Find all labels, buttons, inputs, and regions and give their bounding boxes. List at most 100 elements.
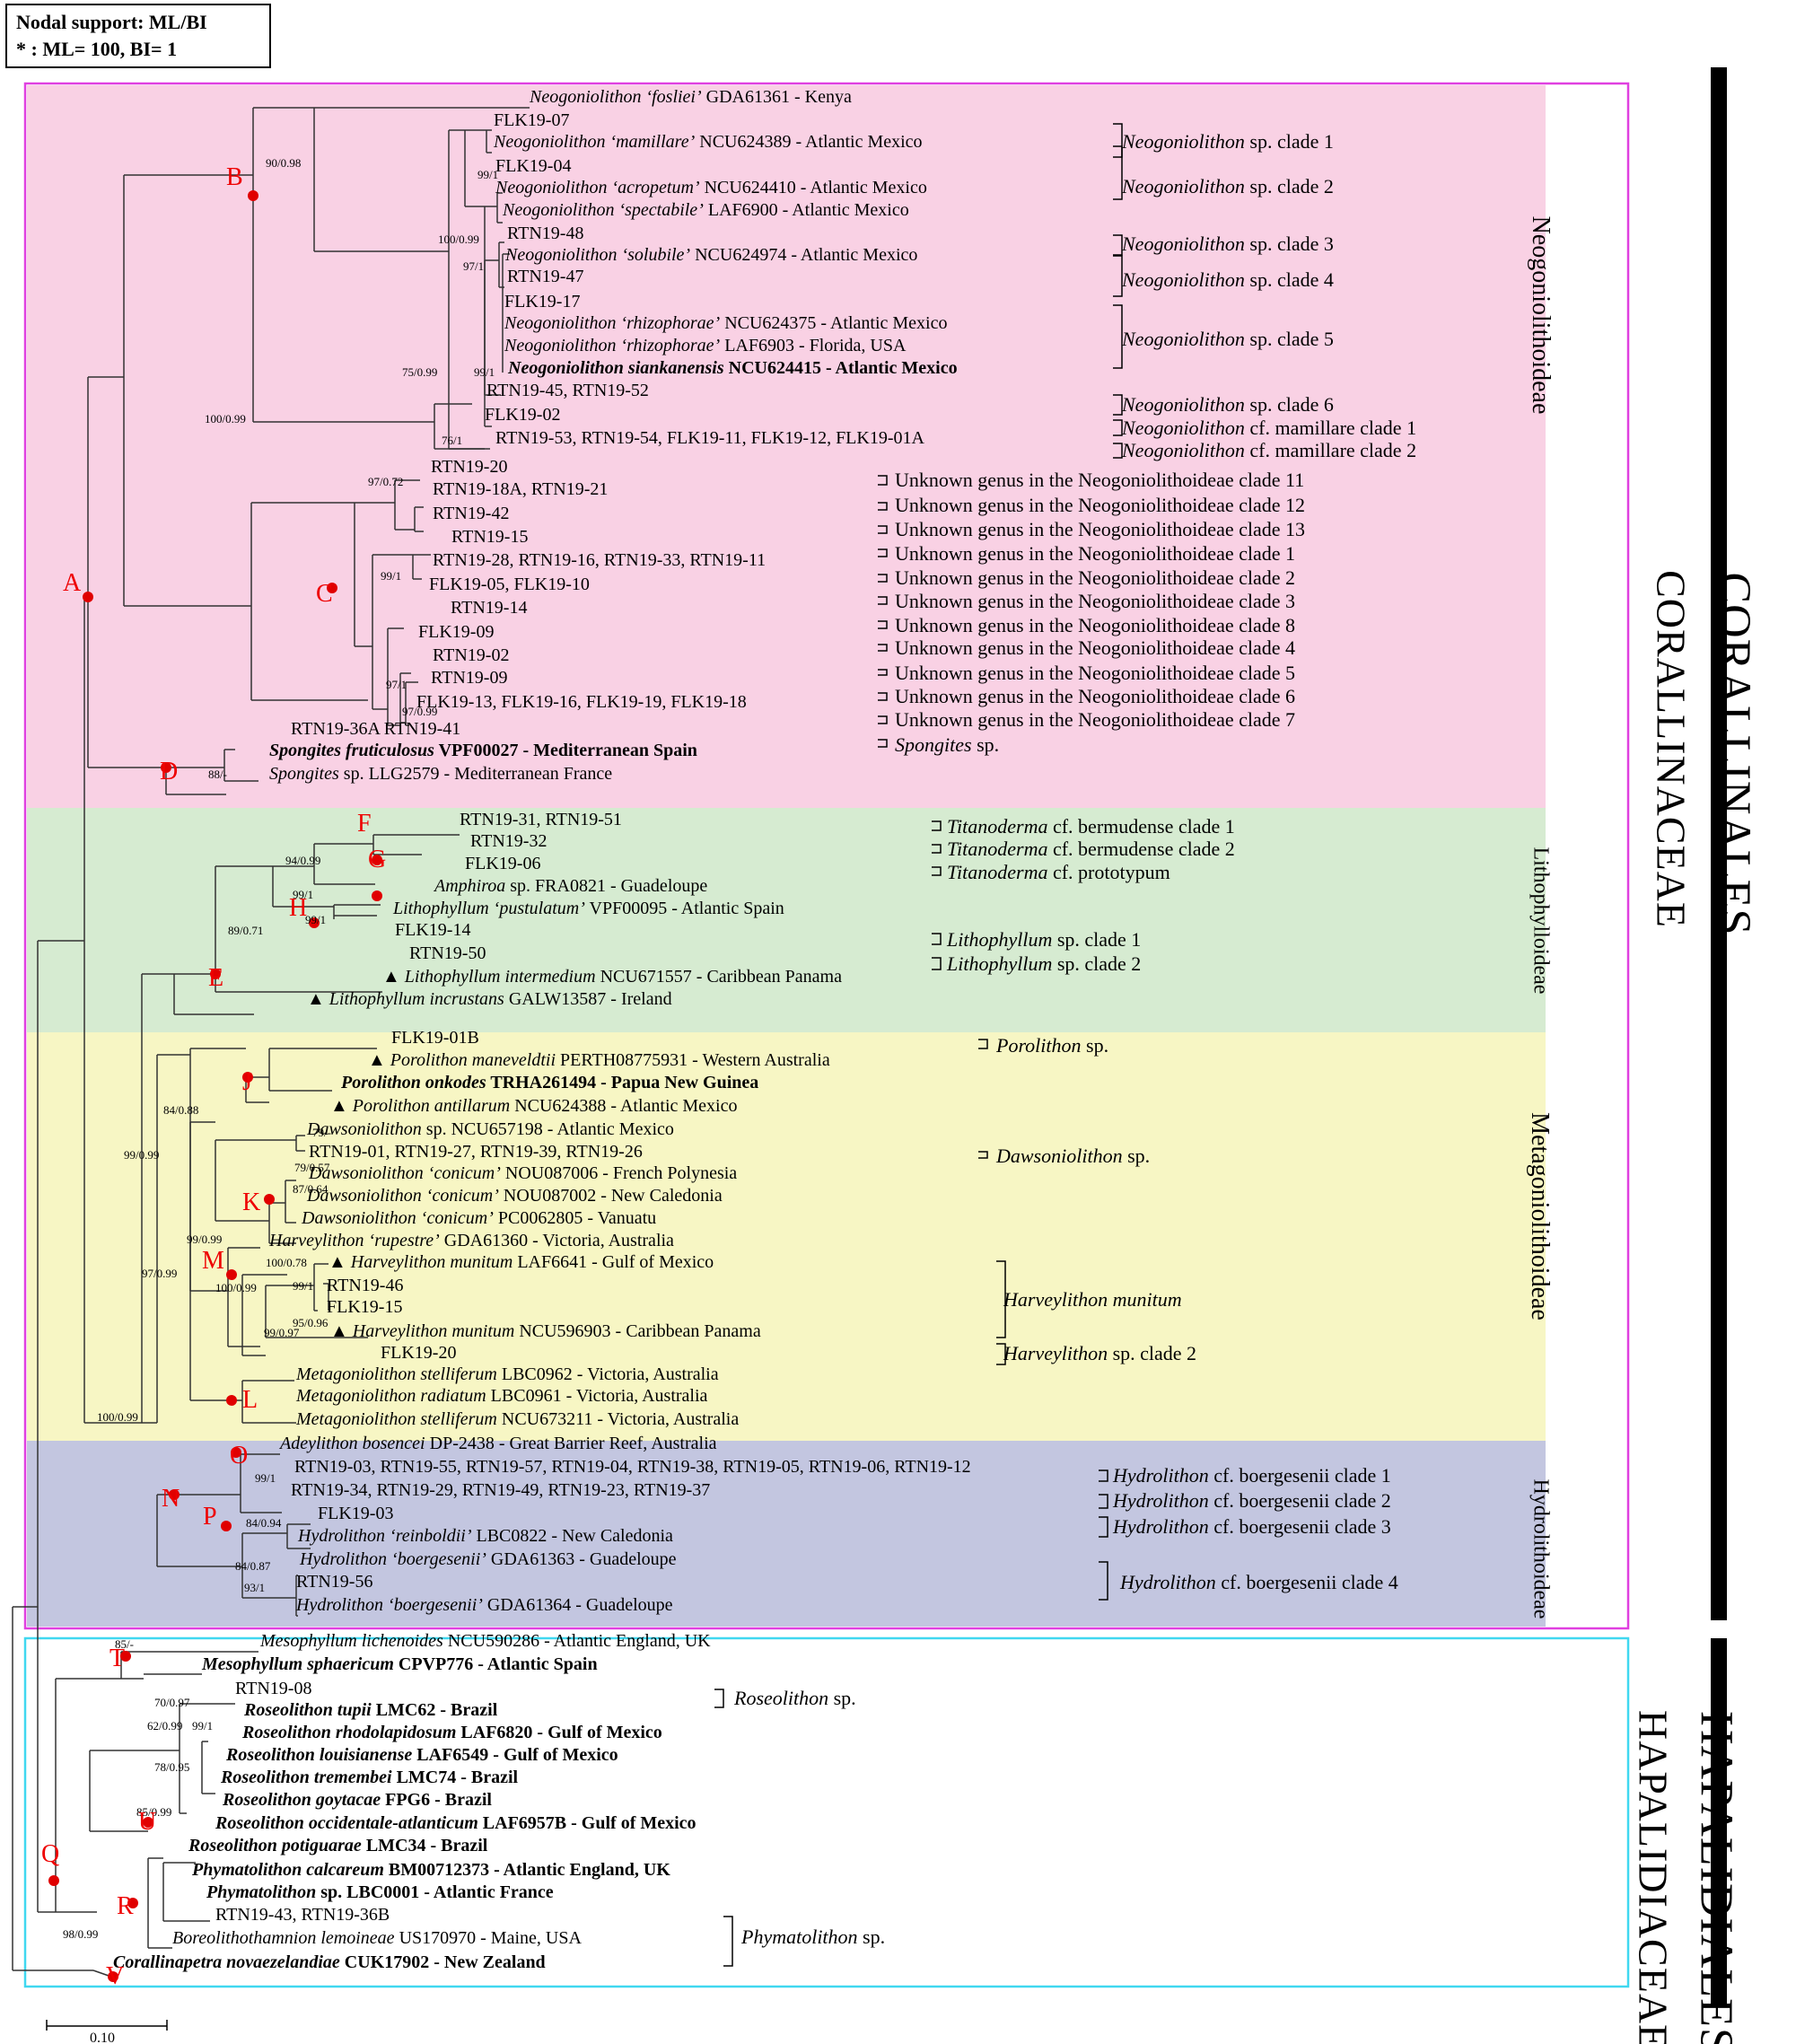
taxon-name-italic: Neogoniolithon ‘fosliei’ <box>530 87 702 107</box>
clade-suffix: sp. clade 6 <box>1244 393 1334 416</box>
taxon-voucher-locality: FLK19-01B <box>391 1028 479 1048</box>
clade-bracket <box>878 620 888 629</box>
node-label-u: U <box>138 1808 157 1836</box>
taxon-label: Dawsoniolithon sp. NCU657198 - Atlantic … <box>307 1118 674 1140</box>
taxon-label: Amphiroa sp. FRA0821 - Guadeloupe <box>434 875 707 897</box>
clade-genus-italic: Neogoniolithon <box>1122 393 1245 416</box>
node-dot <box>226 1395 237 1406</box>
clade-label: Phymatolithon sp. <box>741 1926 885 1949</box>
taxon-label: Roseolithon tremembei LMC74 - Brazil <box>221 1767 518 1788</box>
node-label-h: H <box>289 894 308 922</box>
clade-genus-italic: Harveylithon <box>1003 1342 1108 1364</box>
clade-label: Neogoniolithon sp. clade 2 <box>1122 175 1334 198</box>
clade-bracket <box>978 1151 988 1159</box>
node-label-f: F <box>357 810 372 838</box>
taxon-label: Hydrolithon ‘boergesenii’ GDA61364 - Gua… <box>296 1594 673 1616</box>
clade-label: Unknown genus in the Neogoniolithoideae … <box>895 566 1295 590</box>
taxon-label: Neogoniolithon ‘solubile’ NCU624974 - At… <box>505 244 917 266</box>
clade-label: Neogoniolithon cf. mamillare clade 1 <box>1122 417 1416 440</box>
node-dot <box>120 1651 131 1662</box>
clade-label: Hydrolithon cf. boergesenii clade 1 <box>1113 1464 1391 1487</box>
taxon-label: Roseolithon rhodolapidosum LAF6820 - Gul… <box>242 1722 662 1743</box>
taxon-label: Metagoniolithon stelliferum LBC0962 - Vi… <box>296 1364 719 1385</box>
support-value: 79/0.57 <box>294 1161 330 1174</box>
clade-bracket <box>878 475 888 486</box>
taxon-label: FLK19-03 <box>318 1503 393 1524</box>
node-dot <box>372 890 382 901</box>
support-value: 84/0.88 <box>163 1103 199 1117</box>
taxon-voucher-locality: GDA61361 - Kenya <box>701 87 852 107</box>
node-label-q: Q <box>41 1840 60 1868</box>
band-neogoniolithoideae <box>27 85 1546 808</box>
taxon-label: Dawsoniolithon ‘conicum’ NOU087002 - New… <box>307 1185 723 1206</box>
clade-bracket <box>996 1343 1006 1365</box>
corallinaceae-box <box>23 82 1630 1630</box>
clade-genus-italic: Lithophyllum <box>947 952 1053 975</box>
clade-genus-italic: Neogoniolithon <box>1122 268 1245 291</box>
clade-suffix: Unknown genus in the Neogoniolithoideae … <box>895 614 1296 636</box>
taxon-label: RTN19-47 <box>507 266 583 287</box>
taxon-name-italic: Lithophyllum ‘pustulatum’ <box>393 899 585 918</box>
taxon-name-italic: Phymatolithon calcareum <box>192 1860 384 1880</box>
taxon-voucher-locality: FLK19-15 <box>327 1297 403 1317</box>
clade-suffix: sp. clade 1 <box>1244 130 1334 153</box>
clade-genus-italic: Spongites <box>895 733 972 756</box>
clade-label: Hydrolithon cf. boergesenii clade 4 <box>1120 1571 1398 1594</box>
node-dot <box>372 855 382 865</box>
support-value: 94/0.99 <box>285 854 321 867</box>
clade-suffix: sp. clade 2 <box>1244 175 1334 197</box>
clade-genus-italic: Porolithon <box>996 1034 1082 1057</box>
node-dot <box>143 1817 153 1828</box>
support-value: 75/0.99 <box>402 365 438 379</box>
taxon-label: Mesophyllum sphaericum CPVP776 - Atlanti… <box>202 1654 598 1675</box>
taxon-label: RTN19-56 <box>296 1571 372 1592</box>
taxon-voucher-locality: PC0062805 - Vanuatu <box>493 1208 657 1228</box>
clade-label: Titanoderma cf. prototypum <box>947 861 1170 884</box>
taxon-voucher-locality: FLK19-02 <box>485 405 561 425</box>
taxon-voucher-locality: FLK19-04 <box>495 156 572 176</box>
node-label-p: P <box>203 1503 217 1531</box>
taxon-voucher-locality: NOU087006 - French Polynesia <box>500 1163 738 1183</box>
taxon-name-italic: Dawsoniolithon ‘conicum’ <box>307 1186 499 1206</box>
taxon-name-italic: Roseolithon tremembei <box>221 1768 392 1787</box>
subfamily-label-strip <box>1546 85 1628 1627</box>
taxon-voucher-locality: LBC0961 - Victoria, Australia <box>486 1386 708 1406</box>
taxon-name-italic: Mesophyllum lichenoides <box>260 1631 443 1651</box>
taxon-label: Porolithon onkodes TRHA261494 - Papua Ne… <box>341 1072 758 1093</box>
family-corallinaceae: CORALLINACEAE <box>1648 570 1695 928</box>
support-value: 93/1 <box>244 1581 266 1594</box>
taxon-voucher-locality: FLK19-13, FLK19-16, FLK19-19, FLK19-18 <box>416 692 747 712</box>
taxon-name-italic: Harveylithon ‘rupestre’ <box>269 1231 440 1250</box>
taxon-name-italic: Hydrolithon ‘reinboldii’ <box>298 1526 472 1546</box>
taxon-voucher-locality: sp. NCU657198 - Atlantic Mexico <box>421 1119 674 1139</box>
node-dot <box>327 583 337 593</box>
taxon-voucher-locality: GDA61360 - Victoria, Australia <box>439 1231 674 1250</box>
support-value: 85/- <box>115 1637 134 1651</box>
clade-bracket <box>1113 145 1123 200</box>
clade-suffix: Unknown genus in the Neogoniolithoideae … <box>895 708 1296 731</box>
clade-suffix: cf. boergesenii clade 2 <box>1208 1489 1391 1512</box>
taxon-label: RTN19-50 <box>409 943 486 964</box>
clade-genus-italic: Neogoniolithon <box>1122 175 1245 197</box>
taxon-label: Roseolithon occidentale-atlanticum LAF69… <box>215 1812 696 1834</box>
taxon-name-italic: Mesophyllum sphaericum <box>202 1654 394 1674</box>
support-value: 100/0.99 <box>97 1410 138 1424</box>
support-value: 97/1 <box>463 259 485 273</box>
taxon-label: Neogoniolithon ‘rhizophorae’ LAF6903 - F… <box>504 335 906 356</box>
taxon-name-italic: Neogoniolithon siankanensis <box>508 358 724 378</box>
clade-bracket <box>878 715 888 724</box>
legend-line-2: * : ML= 100, BI= 1 <box>16 38 178 60</box>
node-dot <box>226 1269 237 1280</box>
taxon-name-italic: Dawsoniolithon ‘conicum’ <box>302 1208 494 1228</box>
clade-label: Unknown genus in the Neogoniolithoideae … <box>895 590 1295 613</box>
clade-label: Unknown genus in the Neogoniolithoideae … <box>895 636 1295 660</box>
taxon-voucher-locality: NCU624410 - Atlantic Mexico <box>699 178 927 197</box>
clade-label: Unknown genus in the Neogoniolithoideae … <box>895 685 1295 708</box>
taxon-label: Roseolithon goytacae FPG6 - Brazil <box>223 1789 492 1811</box>
taxon-voucher-locality: GDA61363 - Guadeloupe <box>486 1549 677 1569</box>
node-dot <box>169 1489 180 1500</box>
taxon-voucher-locality: LAF6900 - Atlantic Mexico <box>703 200 909 220</box>
taxon-voucher-locality: LMC62 - Brazil <box>371 1700 498 1720</box>
node-label-g: G <box>368 846 387 873</box>
taxon-voucher-locality: LMC34 - Brazil <box>361 1836 488 1855</box>
